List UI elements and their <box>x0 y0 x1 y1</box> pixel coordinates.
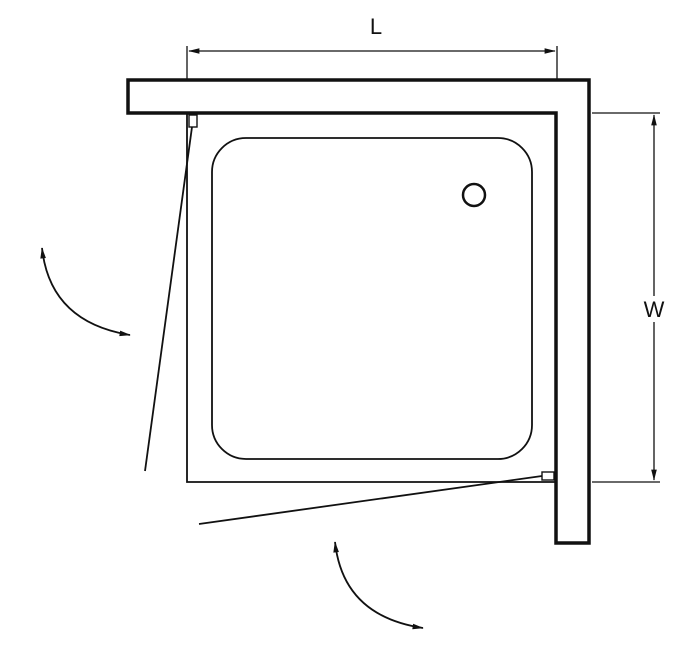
width-label: W <box>644 297 665 322</box>
hinge-top-left <box>188 114 198 128</box>
door-bottom-open <box>198 475 543 525</box>
tray-basin <box>211 137 533 460</box>
hinge-bottom-right <box>541 471 555 481</box>
shower-tray <box>186 113 556 483</box>
door-left-open <box>144 126 193 472</box>
length-label: L <box>370 14 382 39</box>
wall <box>126 78 591 545</box>
drain-icon <box>461 182 487 208</box>
dimension-width: W <box>592 112 665 483</box>
swing-arrow-left-icon <box>40 247 131 337</box>
dimension-length: L <box>186 14 558 80</box>
swing-arrow-bottom-icon <box>333 541 424 630</box>
